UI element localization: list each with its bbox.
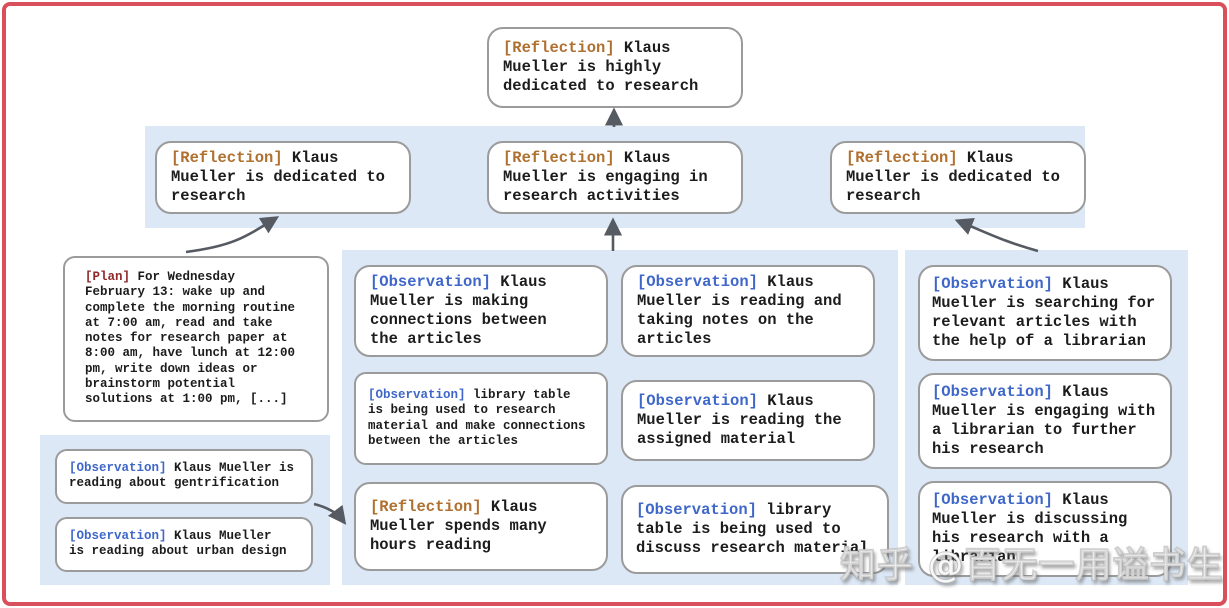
node-text: Klaus Mueller is highly dedicated to res… bbox=[503, 39, 699, 95]
node-text: Klaus Mueller is reading and taking note… bbox=[637, 273, 842, 348]
observation-tag: [Observation] bbox=[932, 383, 1053, 401]
node-text: For Wednesday February 13: wake up and c… bbox=[85, 270, 296, 407]
node-reflection-root: [Reflection] Klaus Mueller is highly ded… bbox=[487, 27, 743, 108]
node-text: Klaus Mueller is reading the assigned ma… bbox=[637, 392, 842, 448]
node-reflection-right: [Reflection] Klaus Mueller is dedicated … bbox=[830, 141, 1086, 214]
observation-tag: [Observation] bbox=[368, 388, 466, 402]
zhihu-watermark: 知乎 @百无一用谥书生 bbox=[840, 545, 1224, 587]
node-observation-making-connections: [Observation] Klaus Mueller is making co… bbox=[354, 265, 608, 357]
node-observation-discuss-material: [Observation] library table is being use… bbox=[621, 485, 889, 574]
observation-tag: [Observation] bbox=[932, 275, 1053, 293]
observation-tag: [Observation] bbox=[932, 491, 1053, 509]
reflection-tag: [Reflection] bbox=[171, 149, 283, 167]
node-text: Klaus Mueller is reading about urban des… bbox=[69, 529, 287, 559]
node-text: library table is being used to research … bbox=[368, 388, 586, 448]
observation-tag: [Observation] bbox=[69, 461, 167, 475]
reflection-tag: [Reflection] bbox=[370, 498, 482, 516]
node-text: Klaus Mueller is dedicated to research bbox=[171, 149, 385, 205]
node-reflection-hours-reading: [Reflection] Klaus Mueller spends many h… bbox=[354, 482, 608, 571]
node-observation-assigned-material: [Observation] Klaus Mueller is reading t… bbox=[621, 380, 875, 461]
node-observation-engaging-librarian: [Observation] Klaus Mueller is engaging … bbox=[918, 373, 1172, 469]
plan-tag: [Plan] bbox=[85, 270, 131, 284]
reflection-tag: [Reflection] bbox=[503, 39, 615, 57]
node-observation-urban-design: [Observation] Klaus Mueller is reading a… bbox=[55, 517, 313, 572]
node-observation-taking-notes: [Observation] Klaus Mueller is reading a… bbox=[621, 265, 875, 357]
node-reflection-left: [Reflection] Klaus Mueller is dedicated … bbox=[155, 141, 411, 214]
observation-tag: [Observation] bbox=[636, 501, 757, 519]
node-text: Klaus Mueller is reading about gentrific… bbox=[69, 461, 295, 491]
node-text: Klaus Mueller is making connections betw… bbox=[370, 273, 547, 348]
node-observation-discussing-librarian: [Observation] Klaus Mueller is discussin… bbox=[918, 481, 1172, 577]
node-text: Klaus Mueller is searching for relevant … bbox=[932, 275, 1156, 350]
node-text: library table is being used to discuss r… bbox=[636, 501, 869, 557]
reflection-tag: [Reflection] bbox=[503, 149, 615, 167]
observation-tag: [Observation] bbox=[370, 273, 491, 291]
node-text: Klaus Mueller is dedicated to research bbox=[846, 149, 1060, 205]
observation-tag: [Observation] bbox=[69, 529, 167, 543]
observation-tag: [Observation] bbox=[637, 392, 758, 410]
node-plan: [Plan] For Wednesday February 13: wake u… bbox=[63, 256, 329, 422]
reflection-tag: [Reflection] bbox=[846, 149, 958, 167]
observation-tag: [Observation] bbox=[637, 273, 758, 291]
node-text: Klaus Mueller is engaging with a librari… bbox=[932, 383, 1156, 458]
node-observation-searching-articles: [Observation] Klaus Mueller is searching… bbox=[918, 265, 1172, 361]
node-observation-library-table-research: [Observation] library table is being use… bbox=[354, 372, 608, 466]
node-text: Klaus Mueller is discussing his research… bbox=[932, 491, 1128, 566]
node-observation-gentrification: [Observation] Klaus Mueller is reading a… bbox=[55, 449, 313, 504]
node-text: Klaus Mueller spends many hours reading bbox=[370, 498, 547, 554]
node-text: Klaus Mueller is engaging in research ac… bbox=[503, 149, 708, 205]
node-reflection-middle: [Reflection] Klaus Mueller is engaging i… bbox=[487, 141, 743, 214]
